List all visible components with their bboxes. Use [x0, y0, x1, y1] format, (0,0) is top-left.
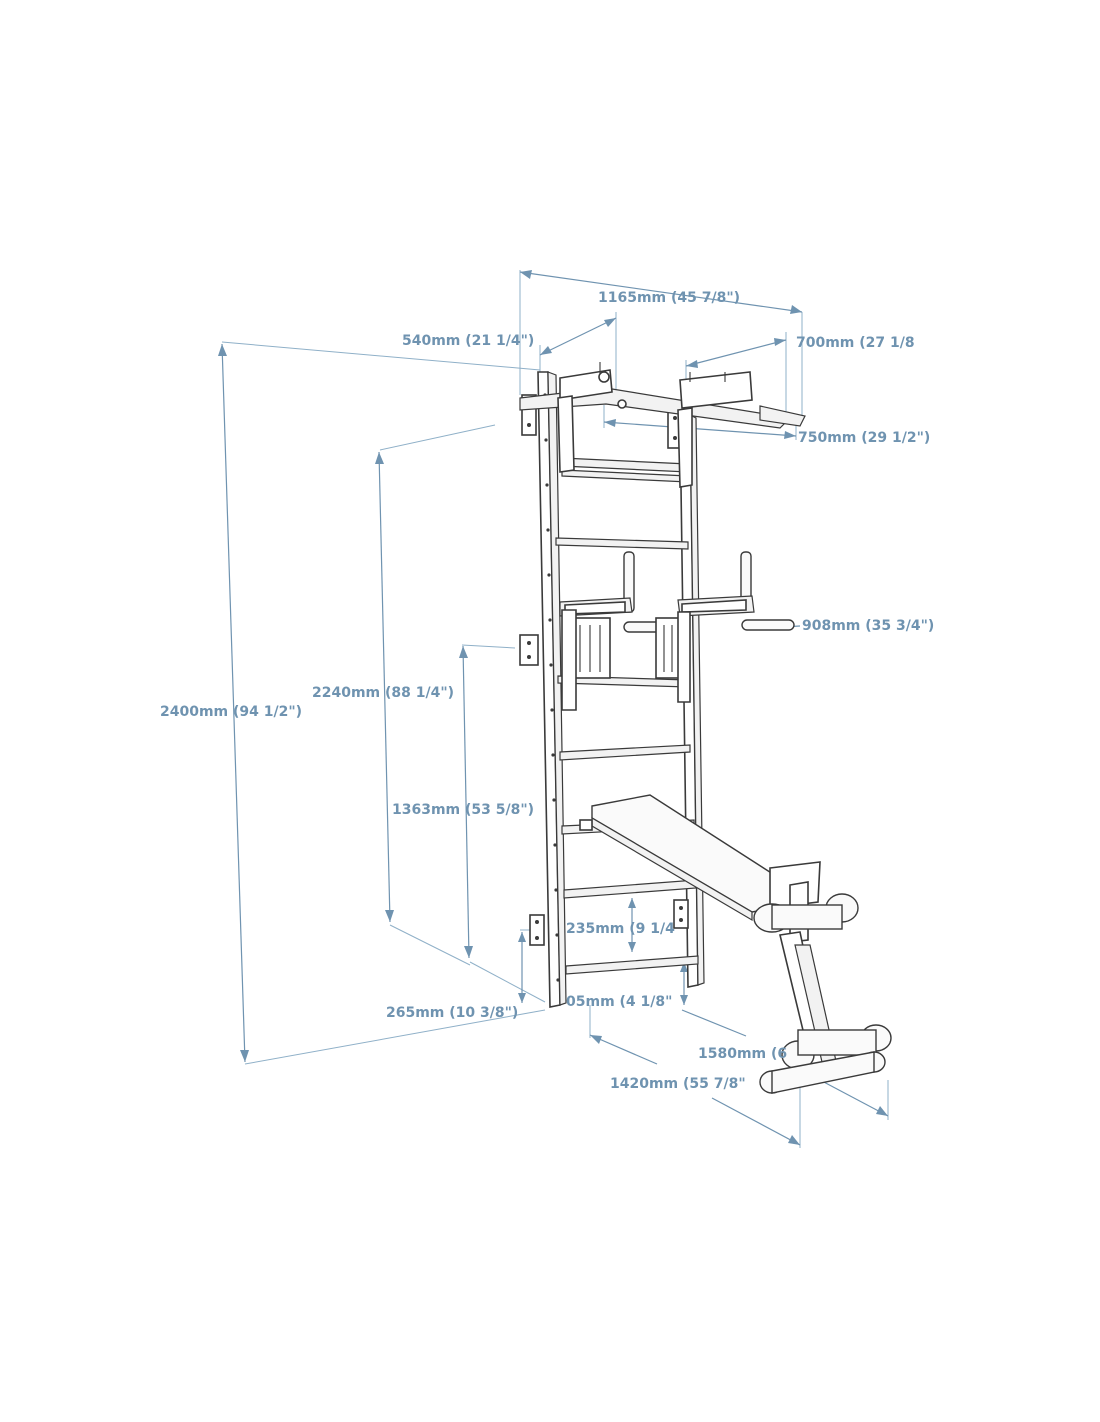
pullup-depth-label: 700mm (27 1/8 — [796, 335, 915, 351]
total-height-label: 2400mm (94 1/2") — [160, 704, 302, 720]
bench-mount-height-label: 1363mm (53 5/8") — [392, 802, 534, 818]
bench-length-dimension — [681, 1009, 889, 1120]
bench — [579, 794, 892, 1094]
bottom-rung-label: 05mm (4 1/8" — [566, 994, 672, 1010]
ladder-height-dimension — [375, 424, 496, 966]
pullup-depth-dimension — [685, 332, 787, 418]
dimension-labels: 1165mm (45 7/8") 540mm (21 1/4") 700mm (… — [160, 290, 934, 1092]
total-height-dimension — [218, 341, 546, 1065]
bench-mount-height-dimension — [459, 644, 546, 1003]
bottom-clearance-dimension — [518, 929, 530, 1003]
total-width-dimension — [519, 270, 803, 420]
dip-width-label: 908mm (35 3/4") — [802, 618, 934, 634]
wall-bars-frame — [519, 371, 705, 1008]
dimension-lines — [218, 270, 889, 1148]
bench-depth-label: 1420mm (55 7/8" — [610, 1076, 746, 1092]
grip-width-label: 750mm (29 1/2") — [798, 430, 930, 446]
bar-offset-label: 540mm (21 1/4") — [402, 333, 534, 349]
pullup-bar — [519, 362, 806, 488]
bottom-clearance-label: 265mm (10 3/8") — [386, 1005, 518, 1021]
dip-station — [559, 551, 795, 711]
ladder-height-label: 2240mm (88 1/4") — [312, 685, 454, 701]
bench-depth-dimension — [589, 1005, 801, 1148]
rung-spacing-label: 235mm (9 1/4 — [566, 921, 675, 937]
total-width-label: 1165mm (45 7/8") — [598, 290, 740, 306]
ladder-rungs — [555, 457, 699, 975]
bar-offset-dimension — [539, 312, 617, 398]
bottom-rung-dimension — [680, 962, 688, 1005]
rung-spacing-dimension — [628, 898, 636, 952]
bench-length-label: 1580mm (6 — [698, 1046, 787, 1062]
